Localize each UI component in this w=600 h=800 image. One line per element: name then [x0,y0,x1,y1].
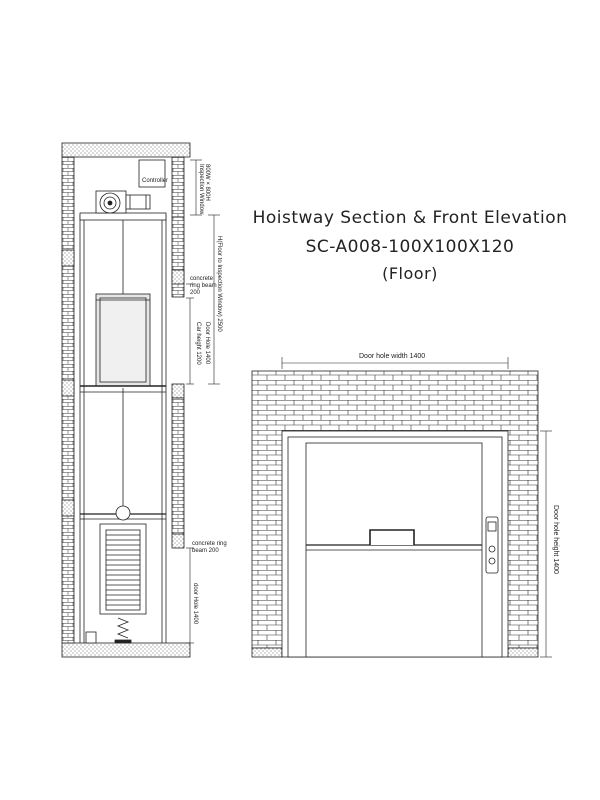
buffer-spring [116,617,130,639]
ring-beam-label-1: concrete [190,276,214,282]
ring-beam-label-2: ring beam [190,283,217,289]
call-panel-icon [485,516,499,574]
pit-slab [61,642,191,658]
right-wall-middle [171,397,185,535]
elevation-dimensions [281,357,552,658]
ring-beam-bottom [171,533,185,549]
controller-label: Controller [142,178,168,184]
door-hole-width-label: Door hole width 1400 [359,353,425,360]
right-wall-upper [171,156,185,218]
door-handle-icon [369,529,415,545]
ring-beam-bottom-label-1: concrete ring [192,541,227,547]
hoistway-section [61,142,191,658]
pit-buffer [85,631,97,644]
ring-beam-top [171,269,185,285]
elevator-car-icon [80,293,166,393]
front-elevation [251,370,539,658]
floor-to-window-dimension: H(Floor to Inspection Window) 2500 [216,236,222,332]
ring-beam-label-3: 200 [190,290,201,296]
inspection-window-size: 800W × 800H [204,164,210,201]
left-wall [61,156,75,644]
top-slab [61,142,191,158]
counterweight-icon [80,505,166,615]
machine-beam [79,212,167,221]
door-hole-lower-dimension: door Hole 1400 [192,583,198,625]
motor-icon [95,190,151,214]
door-hole-upper-dimension: Door Hole 1400 [204,322,210,365]
drawing-title: Hoistway Section & Front Elevation [252,208,568,228]
inspection-window-label: Inspection Window [198,164,204,215]
car-height-dimension: Car height 1200 [195,322,201,365]
door-hole-height-label: Door hole height 1400 [552,505,559,574]
floor-subtitle: (Floor) [382,264,438,283]
ring-beam-bottom-label-2: beam 200 [192,548,219,554]
dimension-lines [186,159,220,644]
controller-box [138,159,166,188]
model-number: SC-A008-100X100X120 [305,237,515,257]
